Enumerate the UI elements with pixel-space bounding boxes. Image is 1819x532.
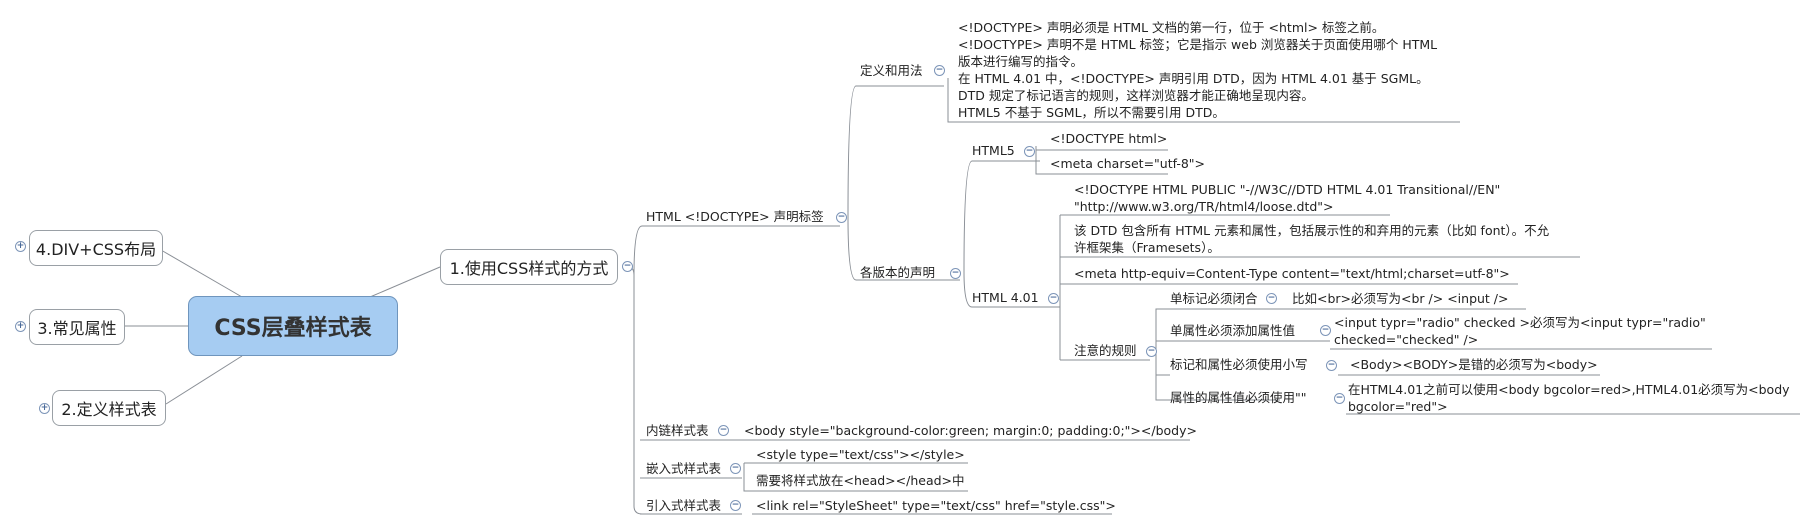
connector [627, 266, 643, 515]
expand-icon[interactable]: + [15, 241, 26, 252]
rule-self-closing[interactable]: 单标记必须闭合 [1170, 291, 1258, 306]
definition-line: 在 HTML 4.01 中，<!DOCTYPE> 声明引用 DTD，因为 HTM… [958, 71, 1429, 86]
connector [160, 249, 243, 298]
html401-doctype-line: "http://www.w3.org/TR/html4/loose.dtd"> [1074, 199, 1334, 214]
rule-quoted-values-detail: bgcolor="red"> [1348, 399, 1448, 414]
branch-css-usage[interactable]: 1.使用CSS样式的方式 [440, 249, 618, 285]
embedded-style-tag: <style type="text/css"></style> [756, 447, 965, 462]
rule-attribute-value[interactable]: 单属性必须添加属性值 [1170, 323, 1296, 338]
collapse-icon[interactable]: − [730, 500, 741, 511]
topic-rules[interactable]: 注意的规则 [1074, 343, 1137, 358]
connector [947, 78, 1460, 123]
rule-lowercase[interactable]: 标记和属性必须使用小写 [1170, 357, 1308, 372]
rule-self-closing-detail: 比如<br>必须写为<br /> <input /> [1292, 291, 1509, 306]
connector [847, 216, 960, 281]
connector [847, 85, 944, 218]
branch-define-stylesheet[interactable]: 2.定义样式表 [52, 390, 166, 426]
connector [743, 462, 968, 492]
topic-linked-style[interactable]: 引入式样式表 [646, 498, 722, 513]
topic-html401[interactable]: HTML 4.01 [972, 290, 1039, 305]
definition-line: 版本进行编写的指令。 [958, 54, 1084, 69]
root-node[interactable]: CSS层叠样式表 [188, 296, 398, 356]
definition-text: <!DOCTYPE> 声明必须是 HTML 文档的第一行，位于 <html> 标… [958, 19, 1437, 121]
connector [1155, 308, 1330, 401]
connector [165, 355, 243, 405]
definition-line: HTML5 不基于 SGML，所以不需要引用 DTD。 [958, 105, 1225, 120]
collapse-icon[interactable]: − [934, 65, 945, 76]
rule-attribute-value-detail: <input typr="radio" checked >必须写为<input … [1334, 315, 1706, 330]
branch-common-properties[interactable]: 3.常见属性 [29, 309, 125, 345]
connector [369, 266, 441, 298]
topic-html5[interactable]: HTML5 [972, 143, 1015, 158]
connector [963, 271, 1060, 308]
definition-line: <!DOCTYPE> 声明不是 HTML 标签；它是指示 web 浏览器关于页面… [958, 37, 1438, 52]
collapse-icon[interactable]: − [836, 212, 847, 223]
collapse-icon[interactable]: − [950, 268, 961, 279]
html401-dtd-note: 该 DTD 包含所有 HTML 元素和属性，包括展示性的和弃用的元素（比如 fo… [1074, 223, 1550, 238]
html401-meta: <meta http-equiv=Content-Type content="t… [1074, 266, 1510, 281]
topic-definition[interactable]: 定义和用法 [860, 63, 923, 78]
collapse-icon[interactable]: − [1320, 325, 1331, 336]
html401-dtd-note: 许框架集（Framesets）。 [1074, 240, 1220, 255]
collapse-icon[interactable]: − [1334, 393, 1345, 404]
definition-line: <!DOCTYPE> 声明必须是 HTML 文档的第一行，位于 <html> 标… [958, 20, 1385, 35]
collapse-icon[interactable]: − [730, 463, 741, 474]
inline-style-detail: <body style="background-color:green; mar… [744, 423, 1197, 438]
collapse-icon[interactable]: − [1024, 146, 1035, 157]
embedded-style-note: 需要将样式放在<head></head>中 [756, 473, 965, 488]
html401-doctype-line: <!DOCTYPE HTML PUBLIC "-//W3C//DTD HTML … [1074, 182, 1501, 197]
collapse-icon[interactable]: − [1146, 346, 1157, 357]
html5-meta-charset: <meta charset="utf-8"> [1050, 156, 1206, 171]
collapse-icon[interactable]: − [1048, 293, 1059, 304]
connector [633, 225, 840, 276]
expand-icon[interactable]: + [39, 403, 50, 414]
rule-attribute-value-detail: checked="checked" /> [1334, 332, 1479, 347]
topic-inline-style[interactable]: 内链样式表 [646, 423, 709, 438]
topic-embedded-style[interactable]: 嵌入式样式表 [646, 461, 722, 476]
connector [1059, 214, 1580, 361]
html5-doctype: <!DOCTYPE html> [1050, 131, 1168, 146]
rule-quoted-values-detail: 在HTML4.01之前可以使用<body bgcolor=red>,HTML4.… [1348, 382, 1790, 397]
topic-versions[interactable]: 各版本的声明 [860, 265, 936, 280]
linked-style-detail: <link rel="StyleSheet" type="text/css" h… [756, 498, 1116, 513]
topic-doctype[interactable]: HTML <!DOCTYPE> 声明标签 [646, 209, 824, 224]
collapse-icon[interactable]: − [718, 425, 729, 436]
connector [963, 160, 1040, 273]
rule-quoted-values[interactable]: 属性的属性值必须使用"" [1170, 390, 1307, 405]
collapse-icon[interactable]: − [1266, 293, 1277, 304]
collapse-icon[interactable]: − [1326, 360, 1337, 371]
rule-lowercase-detail: <Body><BODY>是错的必须写为<body> [1350, 357, 1598, 372]
branch-div-css-layout[interactable]: 4.DIV+CSS布局 [29, 230, 163, 266]
expand-icon[interactable]: + [15, 321, 26, 332]
collapse-icon[interactable]: − [622, 261, 633, 272]
definition-line: DTD 规定了标记语言的规则，这样浏览器才能正确地呈现内容。 [958, 88, 1314, 103]
